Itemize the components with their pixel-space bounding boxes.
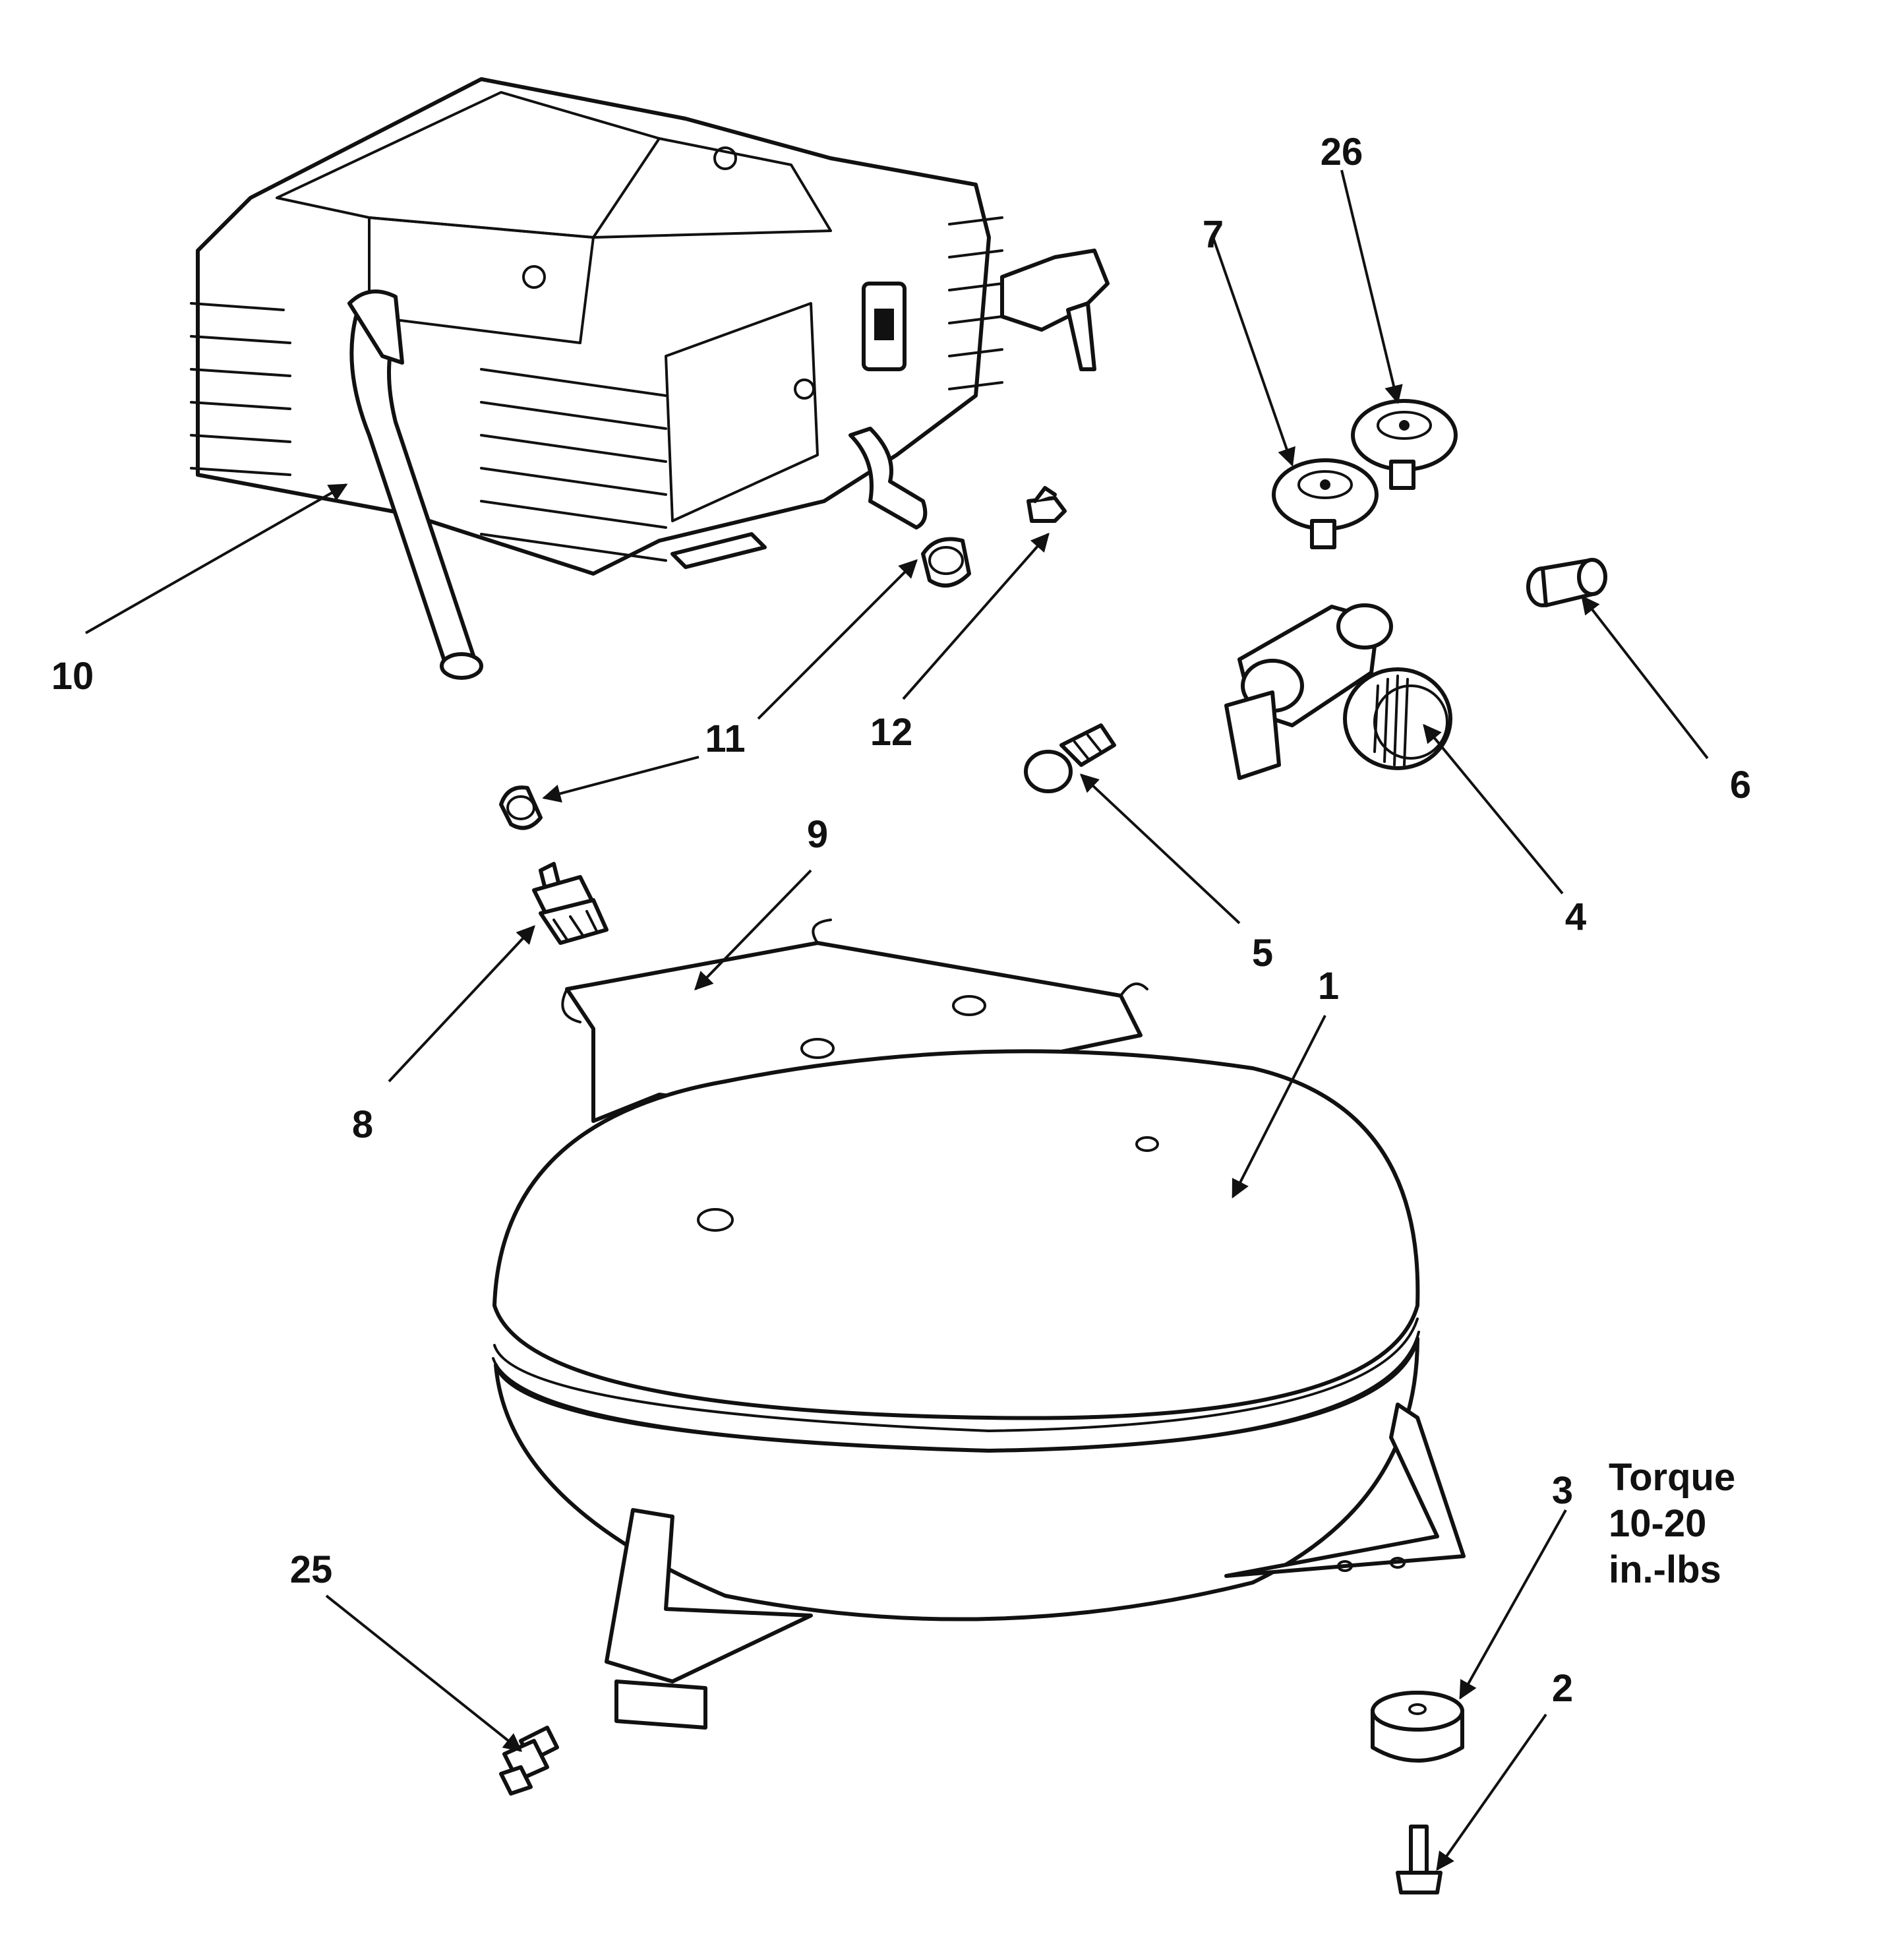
callout-7: 7	[1203, 213, 1224, 256]
hose-clamp-upper	[921, 537, 971, 588]
drain-valve-part-25	[499, 1726, 559, 1796]
callout-6: 6	[1730, 764, 1751, 806]
callout-1: 1	[1318, 965, 1339, 1008]
safety-valve-part-5	[1024, 723, 1116, 793]
leader-26	[1340, 169, 1403, 404]
leader-2	[1436, 1713, 1547, 1871]
leader-6	[1581, 595, 1709, 760]
leader-4	[1423, 723, 1564, 895]
leader-11-upper	[757, 559, 918, 720]
leader-25	[325, 1594, 523, 1752]
callout-10: 10	[51, 655, 94, 698]
leader-10	[85, 483, 348, 634]
torque-note-line-3: in.-lbs	[1609, 1548, 1721, 1591]
leader-8	[388, 924, 535, 1083]
leader-11-lower	[542, 756, 699, 803]
leader-9	[694, 869, 812, 991]
gauge-part-26	[1351, 399, 1458, 490]
leader-3	[1459, 1509, 1567, 1700]
callout-5: 5	[1252, 932, 1273, 975]
nipple-part-6	[1526, 558, 1607, 607]
leader-12	[902, 532, 1050, 700]
screw-part-12	[1026, 486, 1067, 523]
callout-4: 4	[1565, 895, 1586, 938]
leader-5	[1079, 773, 1241, 924]
fitting-part-8	[532, 862, 609, 945]
rubber-foot-part-3	[1371, 1691, 1464, 1763]
hose-clamp-lower	[499, 785, 543, 830]
gauge-part-7	[1272, 458, 1379, 549]
leader-1	[1232, 1015, 1326, 1199]
torque-note-line-1: Torque	[1609, 1456, 1735, 1499]
power-switch	[862, 282, 907, 371]
left-vent-grille	[190, 302, 291, 476]
tank-part-1	[492, 919, 1466, 1730]
callout-3: 3	[1552, 1469, 1573, 1512]
motor-pump-assembly	[190, 77, 1110, 680]
center-vent-grille	[480, 368, 667, 562]
callout-labels: 10 11 12 9 8 5 7 26 6 4 1 3 2 25	[51, 131, 1751, 1710]
regulator-part-4	[1224, 603, 1452, 780]
torque-note: Torque 10-20 in.-lbs	[1609, 1456, 1735, 1591]
right-vent-grille	[948, 216, 1003, 390]
callout-8: 8	[352, 1103, 373, 1146]
leader-7	[1212, 237, 1295, 467]
callout-25: 25	[290, 1548, 333, 1591]
callout-2: 2	[1552, 1667, 1573, 1710]
callout-9: 9	[807, 813, 828, 856]
callout-12: 12	[870, 711, 913, 754]
callout-11-upper: 11	[705, 717, 745, 760]
torque-note-line-2: 10-20	[1609, 1502, 1706, 1545]
callout-26: 26	[1321, 131, 1363, 173]
leader-lines	[85, 169, 1709, 1871]
bolt-part-2	[1396, 1825, 1443, 1894]
